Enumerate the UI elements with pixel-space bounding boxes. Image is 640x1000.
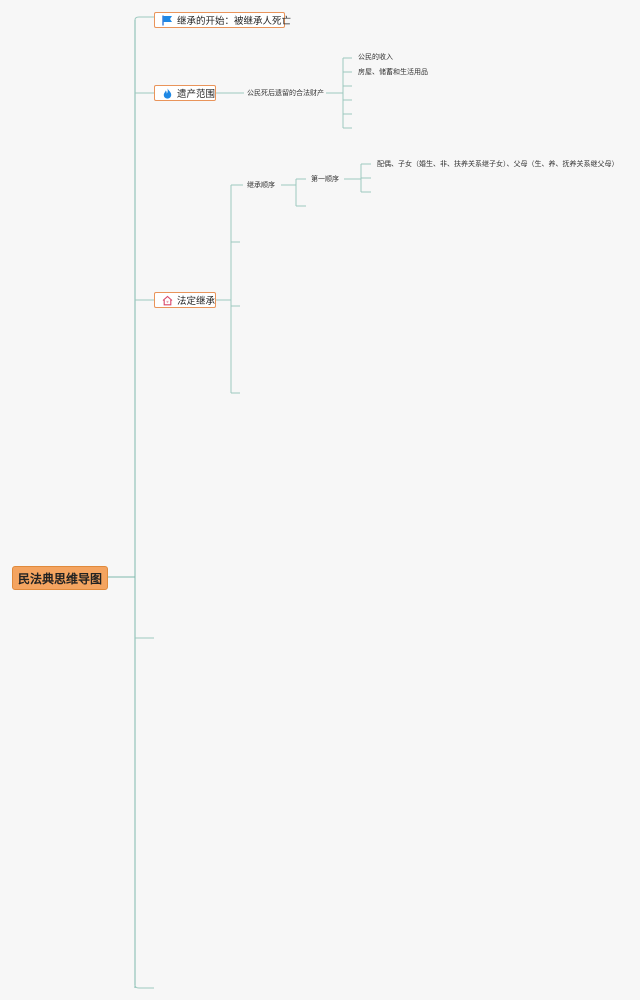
mindmap-root[interactable]: 民法典思维导图: [12, 566, 108, 590]
home-icon: [162, 295, 173, 306]
estate-item[interactable]: 公民的收入: [358, 53, 393, 61]
estate-definition[interactable]: 公民死后遗留的合法财产: [247, 89, 324, 97]
flame-icon: [162, 88, 173, 99]
topic-label: 遗产范围: [177, 89, 216, 100]
flag-icon: [162, 15, 173, 26]
topic-inheritance-start[interactable]: 继承的开始：被继承人死亡: [154, 12, 291, 28]
estate-item[interactable]: 房屋、储蓄和生活用品: [358, 68, 428, 76]
first-order[interactable]: 第一顺序: [311, 175, 339, 183]
topic-label: 法定继承: [177, 296, 216, 307]
topic-label: 继承的开始：被继承人死亡: [177, 16, 292, 27]
first-order-members[interactable]: 配偶、子女（婚生、非、扶养关系继子女）、父母（生、养、抚养关系继父母）: [377, 160, 619, 168]
topic-statutory-inheritance[interactable]: 法定继承: [154, 292, 216, 308]
topic-estate-scope[interactable]: 遗产范围: [154, 85, 216, 101]
inheritance-order[interactable]: 继承顺序: [247, 181, 275, 189]
